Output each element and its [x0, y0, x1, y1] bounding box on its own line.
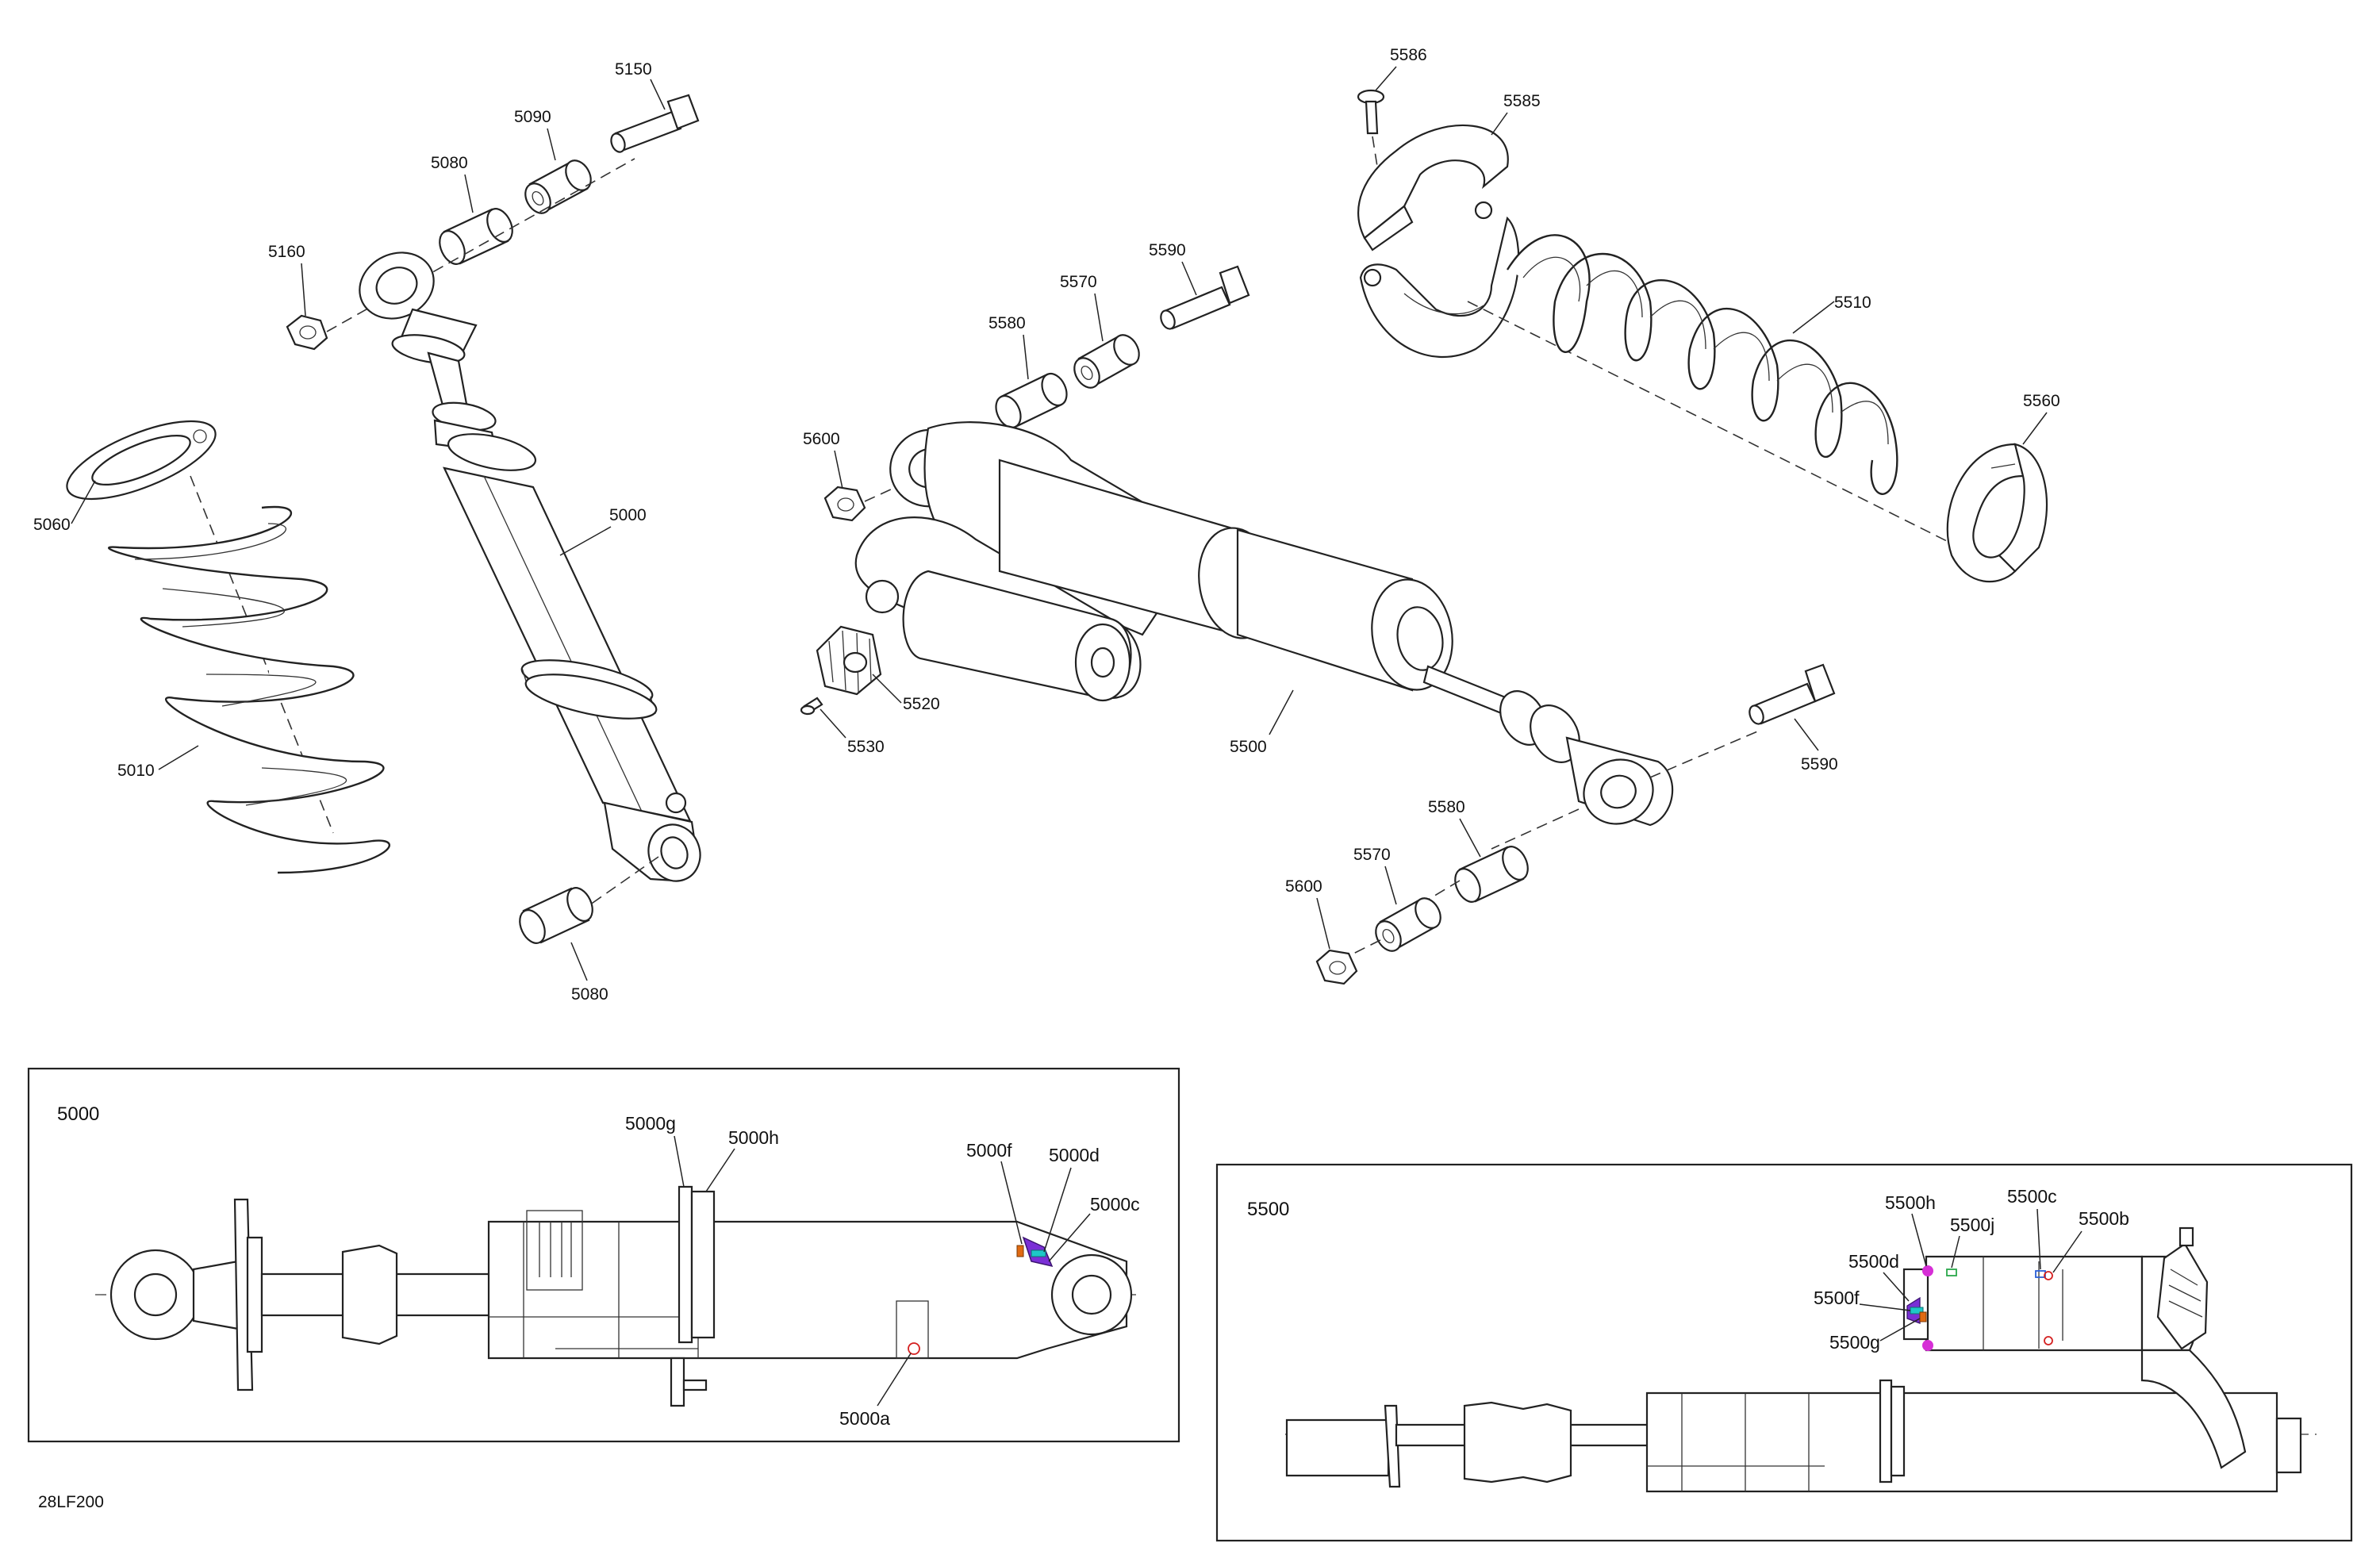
bolt-5590-bottom: [1749, 663, 1836, 725]
spring-5510: [1467, 234, 1976, 556]
callout-5530: 5530: [847, 738, 885, 756]
spring-seat-5060: [66, 420, 217, 501]
callout-5510: 5510: [1834, 294, 1871, 312]
shock-5500-assembly: [800, 89, 2048, 985]
callout-5500: 5500: [1230, 738, 1267, 756]
bushing-5580-top: [995, 372, 1068, 429]
nut-5600-top: [823, 475, 921, 522]
box-5500-label-j: 5500j: [1950, 1215, 1994, 1235]
screw-5530: [800, 697, 823, 716]
callout-5090: 5090: [514, 108, 551, 126]
callout-5586: 5586: [1390, 46, 1427, 64]
callout-5600-bottom: 5600: [1285, 877, 1322, 896]
callout-5150: 5150: [615, 60, 652, 79]
box-5000-label-d: 5000d: [1049, 1145, 1100, 1165]
callout-5010: 5010: [117, 762, 155, 780]
callout-5060: 5060: [33, 516, 71, 534]
bushing-5080-bottom: [519, 856, 659, 944]
callout-5160: 5160: [268, 243, 305, 261]
callout-5600-top: 5600: [803, 430, 840, 448]
callout-5590-top: 5590: [1149, 241, 1186, 259]
box-5000-label-c: 5000c: [1090, 1194, 1140, 1215]
spacer-5570-bottom: [1348, 897, 1441, 957]
box-5500-title: 5500: [1247, 1199, 1289, 1220]
diagram-id: 28LF200: [38, 1493, 104, 1511]
nut-5160: [286, 314, 328, 351]
detail-box-5500: 5500 5500h 5500j 5: [1215, 1163, 2353, 1542]
spring-5010: [108, 475, 390, 874]
bolt-5590-top: [1160, 265, 1250, 330]
shock-5000-body: [359, 251, 701, 882]
callout-5520: 5520: [903, 695, 940, 713]
callout-5590-bottom: 5590: [1801, 755, 1838, 773]
shock-5500-body: [854, 421, 1762, 850]
callout-5080-bottom: 5080: [571, 985, 608, 1004]
callout-5560: 5560: [2023, 392, 2060, 410]
adjuster-knob-5520: [816, 625, 882, 696]
green-ring: [1946, 1269, 1957, 1276]
box-5000-title: 5000: [57, 1104, 99, 1125]
callout-5000: 5000: [609, 506, 647, 524]
callout-5580-bottom: 5580: [1428, 798, 1465, 816]
bolt-5150: [610, 94, 700, 153]
box-5000-label-a: 5000a: [839, 1408, 890, 1429]
callout-5580-top: 5580: [988, 314, 1026, 332]
box-5500-label-f: 5500f: [1814, 1288, 1860, 1308]
callout-5570-top: 5570: [1060, 273, 1097, 291]
detail-box-5000: 5000: [27, 1067, 1180, 1443]
screw-5586: [1357, 89, 1385, 207]
box-5000-label-h: 5000h: [728, 1127, 779, 1148]
box-5500-label-c: 5500c: [2007, 1186, 2057, 1207]
bushing-5080-top: [439, 208, 513, 265]
red-ring: [2044, 1271, 2053, 1280]
box-5500-label-h: 5500h: [1885, 1192, 1936, 1213]
shock-5000-assembly: [66, 94, 701, 944]
purple-seal: [1016, 1236, 1054, 1268]
callout-labels: 5150 5090 5080 5160 5060 5000 5010 5080 …: [33, 46, 2060, 1004]
spacer-5090: [524, 159, 592, 214]
callout-5585: 5585: [1503, 92, 1541, 110]
box-5500-label-b: 5500b: [2079, 1208, 2129, 1229]
spacer-5570-top: [1073, 334, 1140, 389]
nut-5600-bottom: [1315, 949, 1358, 985]
callout-5080-top: 5080: [431, 154, 468, 172]
bushing-5580-bottom: [1419, 846, 1529, 905]
box-5000-label-g: 5000g: [625, 1113, 676, 1134]
clamp-5585: [1357, 124, 1520, 358]
box-5500-label-g: 5500g: [1829, 1332, 1880, 1353]
callout-5570-bottom: 5570: [1353, 846, 1391, 864]
box-5000-label-f: 5000f: [966, 1140, 1012, 1161]
spring-seat-5560: [1946, 443, 2048, 583]
magenta-dot: [1922, 1265, 1933, 1276]
box-5500-label-d: 5500d: [1848, 1251, 1899, 1272]
